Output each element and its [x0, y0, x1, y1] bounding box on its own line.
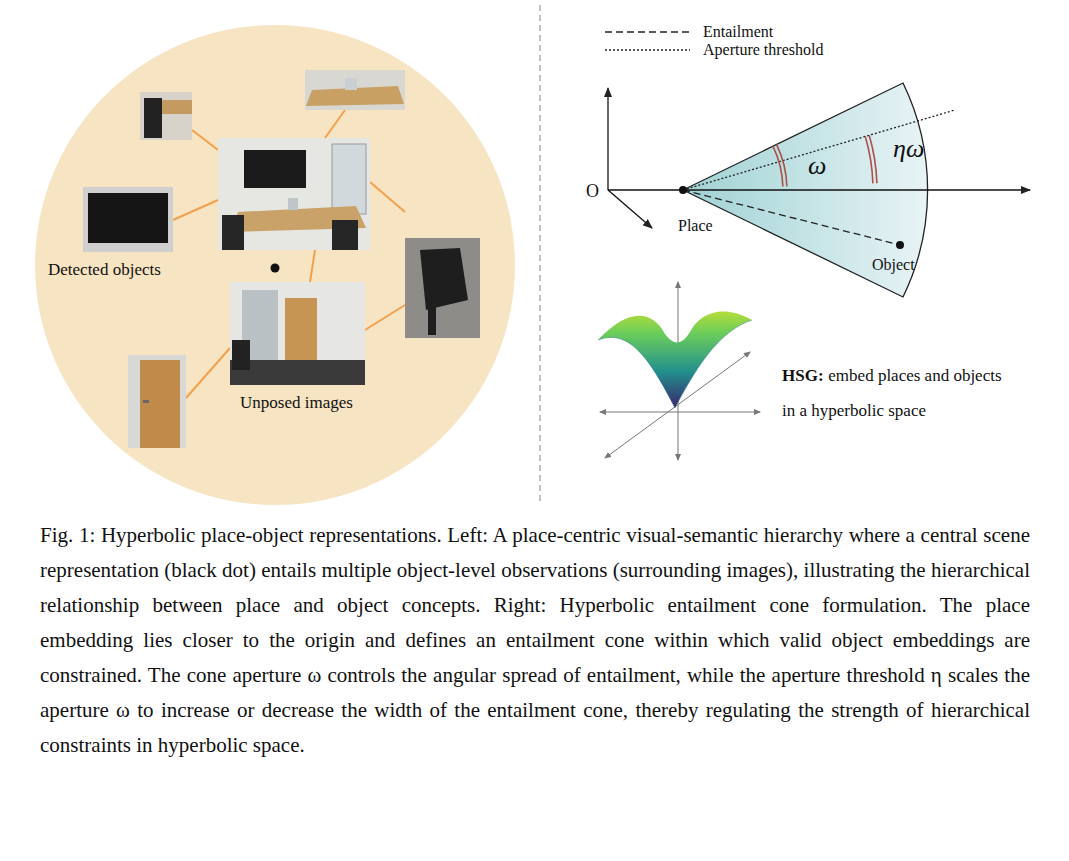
photo-door [128, 355, 186, 448]
hierarchy-link [192, 130, 218, 150]
photo-chair-side [420, 248, 468, 310]
angle-arc [773, 135, 877, 186]
photo-table [345, 78, 357, 90]
hierarchy-link [365, 305, 405, 330]
photo-table [305, 70, 405, 110]
note: HSG:embed places and objects in a hyperb… [782, 358, 1018, 428]
object-point [896, 241, 904, 249]
point-label: Object [872, 255, 915, 274]
photo-center [218, 138, 370, 250]
figure-caption: Fig. 1: Hyperbolic place-object represen… [40, 518, 1030, 763]
legend-line [605, 49, 690, 50]
photo-chair-side [428, 305, 436, 335]
hierarchy-link [173, 200, 218, 220]
photo-tv [88, 193, 168, 243]
photo-door-room [285, 298, 317, 366]
hierarchy-link [325, 110, 345, 138]
photo-center [222, 215, 244, 250]
legend-sample [604, 23, 694, 41]
hierarchy-link [186, 348, 230, 398]
photo-tv [83, 187, 173, 252]
surface-plot [598, 311, 752, 408]
photo-chair [140, 92, 192, 140]
legend-line [605, 31, 690, 32]
note-heading: HSG: [782, 366, 824, 385]
surface-plot [598, 320, 752, 408]
place-point [679, 186, 687, 194]
legend-text: Aperture threshold [703, 41, 823, 59]
place-dot [271, 264, 280, 273]
axis [608, 88, 1030, 228]
legend-sample [604, 41, 694, 59]
photo-chair [140, 92, 192, 140]
photo-door-room [230, 282, 365, 385]
photo-table [305, 70, 405, 110]
photo-center [332, 144, 366, 214]
hierarchy-link [310, 250, 315, 282]
surface-plot [600, 412, 760, 413]
angle-arc [777, 144, 787, 186]
photo-center [332, 220, 358, 250]
photo-center [288, 198, 298, 210]
photo-door [140, 360, 180, 448]
photo-center [332, 144, 366, 214]
hierarchy-link [173, 110, 405, 398]
axis [607, 88, 608, 190]
angle-arc [869, 135, 877, 183]
photo-door [128, 355, 186, 448]
photo-door [143, 400, 149, 403]
photo-door-room [232, 340, 250, 370]
photo-chair-side [405, 238, 480, 338]
group-label: Unposed images [240, 393, 353, 413]
surface-plot [598, 282, 760, 460]
origin-label: O [586, 181, 599, 203]
angle-arc [773, 146, 783, 186]
point-label: Place [678, 216, 713, 235]
axis [608, 189, 1030, 190]
aperture-threshold-line [683, 110, 955, 190]
legend-text: Entailment [703, 23, 773, 41]
hierarchy-link [370, 182, 405, 212]
photo-tv [83, 187, 173, 252]
photo-door-room [230, 282, 365, 385]
photo-door-room [230, 360, 365, 385]
entailment-line [683, 190, 900, 245]
angle-label: ω [808, 150, 826, 181]
scene-disc [35, 25, 515, 505]
photo-center [218, 138, 370, 250]
photo-chair-side [405, 238, 480, 338]
panel-divider [539, 5, 540, 505]
angle-label: ηω [893, 133, 924, 164]
axis [608, 190, 652, 228]
photo-chair [144, 98, 162, 138]
photo-chair [160, 100, 192, 114]
photo-center [244, 150, 306, 188]
group-label: Detected objects [48, 260, 161, 280]
